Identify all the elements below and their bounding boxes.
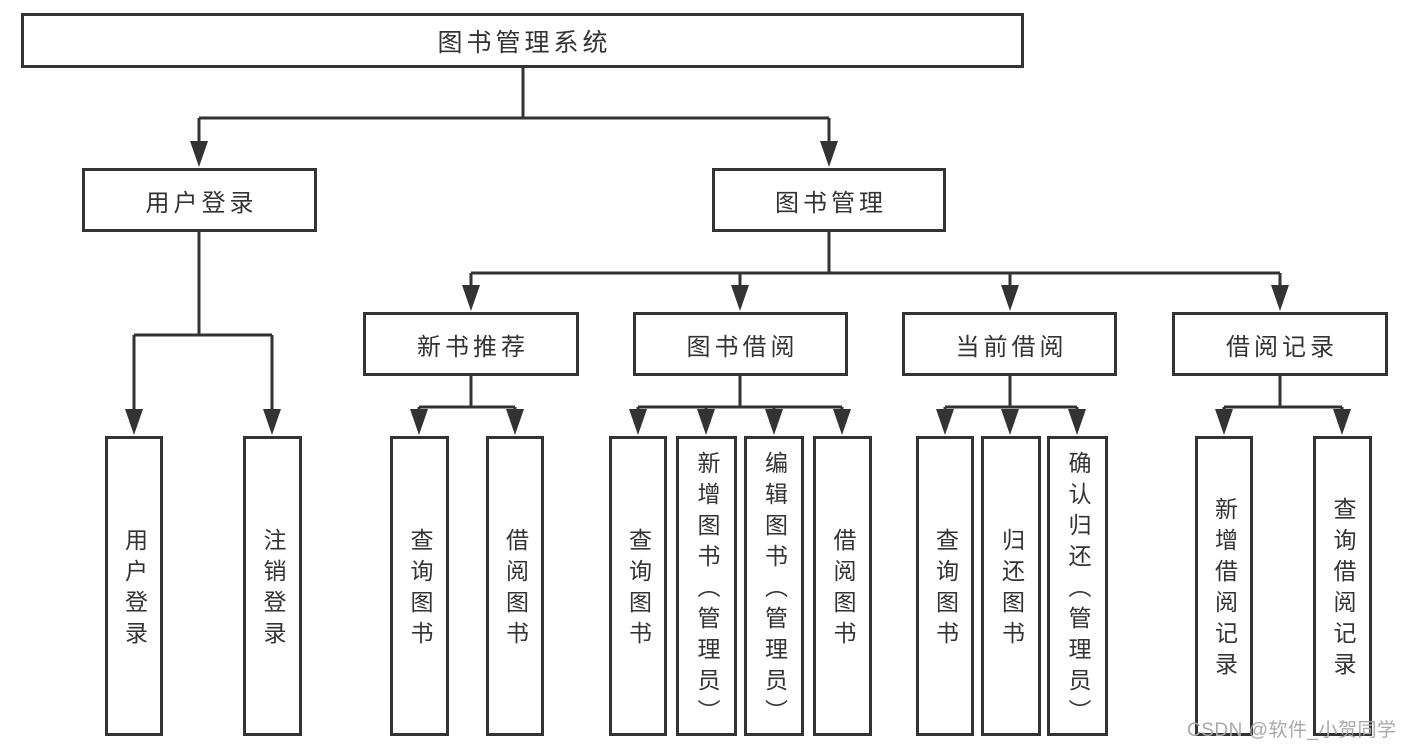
node-new-book-recommendation: 新书推荐 (363, 312, 579, 376)
leaf-query-books-borrowing: 查询图书 (609, 436, 667, 736)
leaf-user-login: 用户登录 (105, 436, 163, 736)
leaf-query-books-recommend-label: 查询图书 (407, 528, 433, 652)
node-borrowing-records: 借阅记录 (1172, 312, 1388, 376)
leaf-borrow-books-recommend-label: 借阅图书 (502, 528, 529, 652)
node-book-borrowing: 图书借阅 (633, 312, 848, 376)
leaf-borrow-books-borrowing-label: 借阅图书 (830, 528, 856, 652)
connector-root-to-level2 (190, 68, 838, 167)
leaf-return-books-label: 归还图书 (998, 528, 1025, 652)
node-borrowing-records-label: 借阅记录 (1226, 333, 1338, 361)
node-new-book-recommendation-label: 新书推荐 (417, 333, 529, 361)
connector-borrowing-records-branch (1215, 376, 1351, 435)
node-current-borrowing: 当前借阅 (902, 312, 1117, 376)
leaf-add-borrow-record-label: 新增借阅记录 (1211, 497, 1238, 683)
connector-book-borrowing-branch (629, 376, 851, 435)
leaf-return-books: 归还图书 (981, 436, 1041, 736)
node-current-borrowing-label: 当前借阅 (955, 333, 1068, 361)
connector-book-management-to-level3 (462, 232, 1289, 311)
leaf-borrow-books-borrowing: 借阅图书 (813, 436, 872, 736)
leaf-query-books-current-label: 查询图书 (932, 528, 959, 652)
leaf-confirm-return-admin-label: 确认归还（管理员） (1065, 450, 1091, 730)
leaf-add-books-admin: 新增图书（管理员） (676, 436, 737, 736)
leaf-borrow-books-recommend: 借阅图书 (486, 436, 544, 736)
node-library-system-label: 图书管理系统 (437, 28, 612, 57)
leaf-query-books-borrowing-label: 查询图书 (625, 528, 652, 652)
node-book-borrowing-label: 图书借阅 (686, 333, 799, 361)
leaf-logout: 注销登录 (243, 436, 302, 736)
node-library-system: 图书管理系统 (21, 13, 1024, 68)
node-user-login-label: 用户登录 (145, 189, 258, 217)
leaf-logout-label: 注销登录 (260, 528, 286, 652)
node-user-login: 用户登录 (82, 168, 317, 232)
leaf-add-borrow-record: 新增借阅记录 (1195, 436, 1253, 736)
leaf-user-login-label: 用户登录 (121, 528, 148, 652)
leaf-add-books-admin-label: 新增图书（管理员） (694, 450, 720, 730)
leaf-query-books-recommend: 查询图书 (390, 436, 449, 736)
leaf-query-borrow-record: 查询借阅记录 (1313, 436, 1372, 736)
connector-user-login-branch (125, 232, 281, 435)
connector-new-book-branch (410, 376, 524, 435)
leaf-query-borrow-record-label: 查询借阅记录 (1330, 497, 1356, 683)
leaf-confirm-return-admin: 确认归还（管理员） (1047, 436, 1108, 736)
node-book-management-label: 图书管理 (775, 189, 887, 217)
watermark-csdn: CSDN @软件_小贺同学 (1187, 720, 1397, 741)
connector-current-borrowing-branch (936, 376, 1086, 435)
leaf-query-books-current: 查询图书 (916, 436, 974, 736)
node-book-management: 图书管理 (712, 168, 946, 232)
leaf-edit-books-admin: 编辑图书（管理员） (744, 436, 804, 736)
leaf-edit-books-admin-label: 编辑图书（管理员） (761, 450, 788, 730)
